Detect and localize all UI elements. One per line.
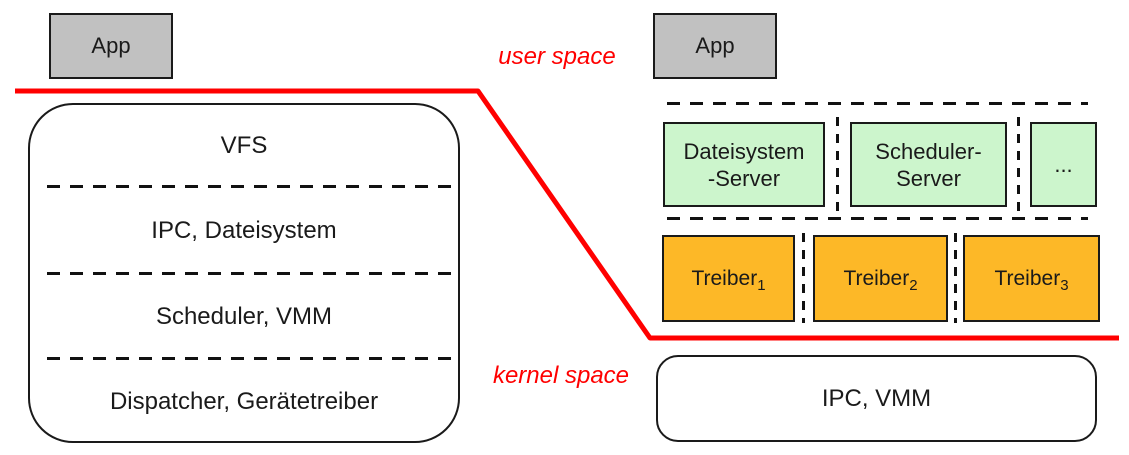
driver-box-treiber2: Treiber2 bbox=[813, 235, 948, 322]
driver-treiber3-sub: 3 bbox=[1060, 276, 1069, 294]
servers-bottom-dashed-line bbox=[667, 217, 1088, 220]
user-space-label: user space bbox=[462, 42, 652, 72]
server-box-dateisystem: Dateisystem -Server bbox=[663, 122, 825, 207]
server-separator-2 bbox=[1017, 117, 1020, 213]
microkernel-ipc-vmm-box: IPC, VMM bbox=[656, 355, 1097, 442]
driver-treiber2-label: Treiber2 bbox=[843, 266, 918, 294]
driver-separator-2 bbox=[954, 233, 957, 323]
monolith-layer-vfs: VFS bbox=[30, 105, 458, 187]
driver-treiber2-base: Treiber bbox=[843, 266, 910, 290]
driver-treiber1-base: Treiber bbox=[691, 266, 758, 290]
monolith-divider-3 bbox=[47, 357, 451, 360]
right-app-box: App bbox=[653, 13, 777, 79]
server-scheduler-line2: Server bbox=[896, 165, 961, 191]
monolith-layer-ipc-dateisystem-label: IPC, Dateisystem bbox=[151, 216, 337, 244]
servers-top-dashed-line bbox=[667, 102, 1088, 105]
monolith-layer-scheduler-vmm: Scheduler, VMM bbox=[30, 274, 458, 359]
driver-treiber3-label: Treiber3 bbox=[994, 266, 1069, 294]
driver-treiber3-base: Treiber bbox=[994, 266, 1061, 290]
kernel-space-text: kernel space bbox=[492, 362, 630, 389]
server-box-scheduler: Scheduler- Server bbox=[850, 122, 1007, 207]
server-box-ellipsis: ... bbox=[1030, 122, 1097, 207]
server-separator-1 bbox=[836, 117, 839, 213]
driver-treiber1-label: Treiber1 bbox=[691, 266, 766, 294]
server-scheduler-line1: Scheduler- bbox=[875, 138, 982, 164]
driver-box-treiber1: Treiber1 bbox=[662, 235, 795, 322]
kernel-space-label: kernel space bbox=[466, 361, 656, 391]
driver-treiber1-sub: 1 bbox=[757, 276, 766, 294]
left-app-label: App bbox=[91, 33, 131, 58]
driver-treiber2-sub: 2 bbox=[909, 276, 918, 294]
server-dateisystem-line1: Dateisystem bbox=[683, 138, 805, 164]
server-ellipsis-label: ... bbox=[1054, 152, 1073, 177]
driver-box-treiber3: Treiber3 bbox=[963, 235, 1100, 322]
server-scheduler-label: Scheduler- Server bbox=[875, 138, 981, 192]
monolith-layer-scheduler-vmm-label: Scheduler, VMM bbox=[155, 302, 333, 330]
monolith-layer-dispatcher-treiber: Dispatcher, Gerätetreiber bbox=[30, 359, 458, 445]
right-app-label: App bbox=[695, 33, 735, 58]
user-space-text: user space bbox=[498, 43, 616, 70]
monolith-layer-vfs-label: VFS bbox=[220, 132, 268, 159]
left-app-box: App bbox=[49, 13, 173, 79]
driver-separator-1 bbox=[802, 233, 805, 323]
server-dateisystem-label: Dateisystem -Server bbox=[683, 138, 804, 192]
server-dateisystem-line2: -Server bbox=[707, 165, 781, 191]
monolith-layer-ipc-dateisystem: IPC, Dateisystem bbox=[30, 187, 458, 274]
monolith-kernel-box: VFS IPC, Dateisystem Scheduler, VMM Disp… bbox=[28, 103, 460, 443]
monolith-layer-dispatcher-treiber-label: Dispatcher, Gerätetreiber bbox=[109, 388, 379, 415]
microkernel-ipc-vmm-label: IPC, VMM bbox=[821, 384, 932, 412]
